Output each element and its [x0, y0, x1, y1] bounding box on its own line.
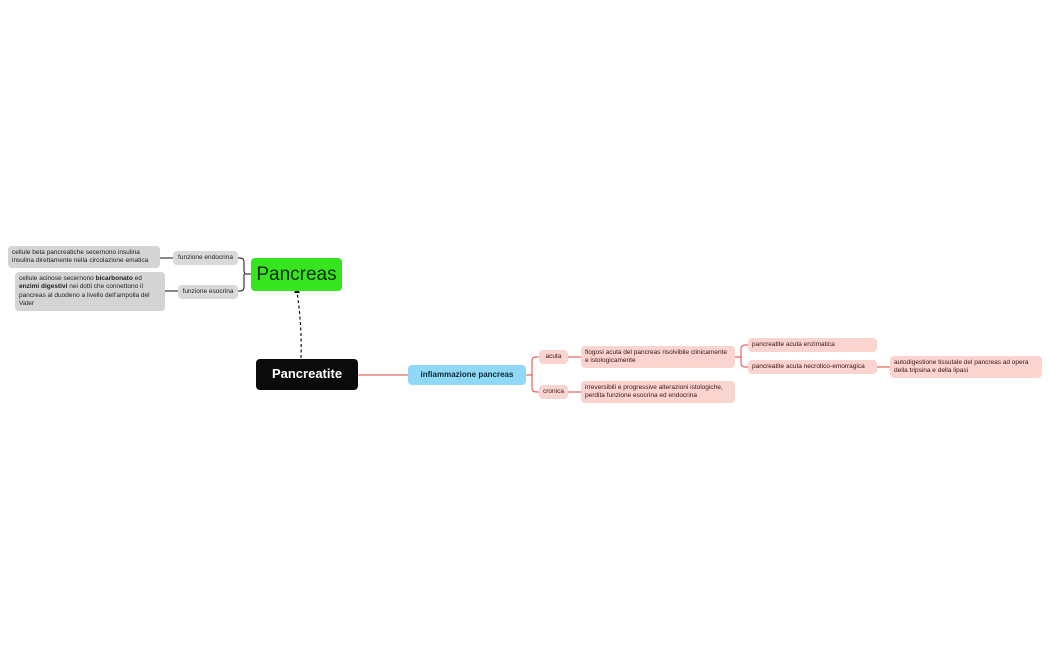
central-topic[interactable]: Pancreatite — [256, 359, 358, 390]
endocrine-detail-text: cellule beta pancreatiche secernono insu… — [12, 248, 149, 264]
necrotic-label: pancreatite acuta necrotico-emorragica — [752, 362, 865, 370]
connector-inflammation-types — [526, 356, 539, 393]
chronic-detail-text: irreversibili e progressive alterazioni … — [585, 383, 723, 399]
chronic-label: cronica — [543, 387, 564, 395]
acute-detail-node[interactable]: flogosi acuta del pancreas risolvibile c… — [581, 346, 735, 368]
necrotic-node[interactable]: pancreatite acuta necrotico-emorragica — [748, 360, 877, 374]
acute-node[interactable]: acuta — [539, 350, 568, 364]
chronic-node[interactable]: cronica — [539, 385, 568, 399]
exocrine-function-node[interactable]: funzione esocrina — [178, 285, 238, 299]
pancreas-topic[interactable]: Pancreas — [251, 258, 342, 291]
exocrine-detail-bold-bicarbonate: bicarbonato — [95, 275, 133, 283]
exocrine-detail-text: cellule acinose secernono bicarbonato ed… — [19, 275, 161, 308]
exocrine-detail-part: cellule acinose secernono — [19, 275, 96, 283]
exocrine-detail-bold-enzymes: enzimi digestivi — [19, 283, 68, 291]
exocrine-detail-node[interactable]: cellule acinose secernono bicarbonato ed… — [15, 272, 165, 311]
connector-central-pancreas — [296, 291, 302, 359]
acute-detail-text: flogosi acuta del pancreas risolvibile c… — [585, 348, 727, 364]
endocrine-detail-node[interactable]: cellule beta pancreatiche secernono insu… — [8, 246, 160, 268]
exocrine-detail-part: ed — [132, 275, 142, 283]
acute-label: acuta — [545, 352, 562, 360]
inflammation-label: infiammazione pancreas — [420, 370, 514, 379]
inflammation-node[interactable]: infiammazione pancreas — [408, 365, 526, 385]
enzymatic-node[interactable]: pancreatite acuta enzimatica — [748, 338, 877, 352]
connector-acute-children — [735, 344, 748, 368]
enzymatic-label: pancreatite acuta enzimatica — [752, 340, 835, 348]
endocrine-function-label: funzione endocrina — [178, 253, 233, 261]
chronic-detail-node[interactable]: irreversibili e progressive alterazioni … — [581, 381, 735, 403]
exocrine-function-label: funzione esocrina — [182, 287, 234, 295]
necrotic-detail-node[interactable]: autodigestione tissutale del pancreas ad… — [890, 356, 1042, 378]
endocrine-function-node[interactable]: funzione endocrina — [173, 251, 238, 265]
necrotic-detail-text: autodigestione tissutale del pancreas ad… — [894, 358, 1029, 374]
connector-pancreas-branches — [238, 257, 251, 292]
central-topic-label: Pancreatite — [271, 366, 343, 382]
pancreas-topic-label: Pancreas — [256, 263, 337, 285]
exocrine-detail-part: nei dotti che connettono il pancreas al … — [19, 283, 150, 307]
